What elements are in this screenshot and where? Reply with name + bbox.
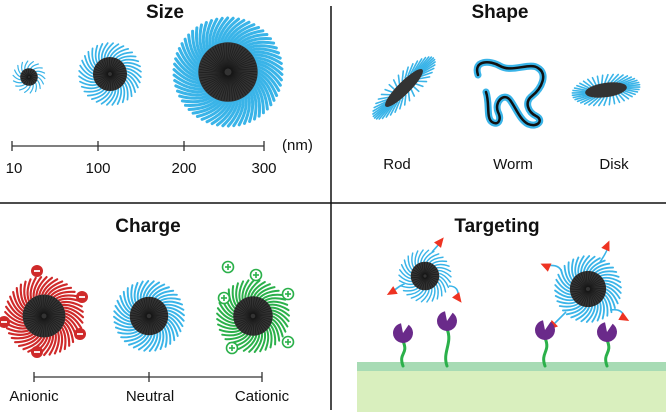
- targeting-ligand-icon: [540, 263, 563, 274]
- size-tick-label: 10: [5, 160, 23, 177]
- size-tick-label: 200: [171, 160, 197, 177]
- negative-charge-icon: [31, 265, 43, 277]
- charge-panel-title: Charge: [115, 216, 181, 237]
- micelle-100nm: [78, 42, 142, 106]
- positive-charge-icon: [225, 341, 239, 355]
- disk-micelle: [571, 73, 641, 107]
- targeted-micelle-small: [398, 249, 452, 303]
- negative-charge-icon: [76, 291, 88, 303]
- negative-charge-icon: [74, 328, 86, 340]
- positive-charge-icon: [281, 335, 295, 349]
- size-scale-axis: [11, 141, 265, 151]
- targeting-ligand-icon: [609, 308, 630, 321]
- cell-surface: [357, 370, 666, 412]
- shape-label-disk: Disk: [599, 156, 629, 173]
- targeting-panel-title: Targeting: [454, 216, 540, 237]
- targeting-ligand-icon: [599, 240, 610, 263]
- positive-charge-icon: [249, 268, 263, 282]
- worm-micelle-core: [475, 61, 545, 127]
- positive-charge-icon: [221, 260, 235, 274]
- neutral-micelle: [113, 280, 185, 352]
- targeting-ligand-icon: [431, 237, 444, 253]
- charge-label-anionic: Anionic: [9, 388, 59, 405]
- positive-charge-icon: [281, 287, 295, 301]
- receptor-icon: [393, 323, 413, 368]
- receptor-icon: [535, 320, 556, 368]
- charge-label-neutral: Neutral: [125, 388, 175, 405]
- cell-surface-membrane: [357, 362, 666, 371]
- micelle-10nm: [12, 60, 46, 94]
- negative-charge-icon: [31, 346, 43, 358]
- size-unit-label: (nm): [282, 137, 313, 154]
- receptor-icon: [597, 322, 617, 368]
- charge-axis: [33, 372, 263, 382]
- anionic-micelle: [3, 276, 85, 357]
- cationic-micelle: [216, 279, 290, 353]
- targeting-ligand-icon: [386, 283, 405, 296]
- size-tick-label: 300: [251, 160, 277, 177]
- shape-panel-title: Shape: [471, 2, 529, 23]
- size-tick-label: 100: [85, 160, 111, 177]
- shape-label-worm: Worm: [493, 156, 533, 173]
- charge-label-cationic: Cationic: [234, 388, 290, 405]
- rod-micelle: [372, 56, 436, 120]
- negative-charge-icon: [0, 316, 10, 328]
- targeting-ligand-icon: [448, 285, 462, 303]
- shape-label-rod: Rod: [383, 156, 411, 173]
- targeted-micelle-large: [554, 255, 622, 323]
- micelle-300nm: [172, 16, 284, 128]
- particle-layer: [0, 16, 641, 368]
- size-panel-title: Size: [145, 2, 185, 23]
- receptor-icon: [437, 311, 457, 368]
- positive-charge-icon: [217, 291, 231, 305]
